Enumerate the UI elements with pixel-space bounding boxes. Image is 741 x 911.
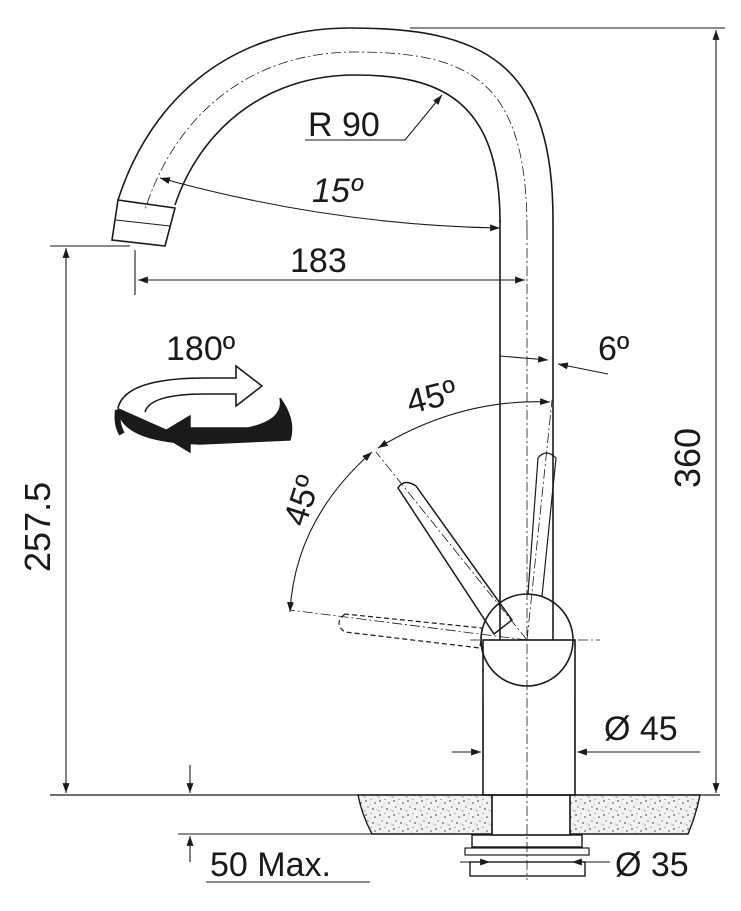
swivel-label: 180º [166, 330, 235, 368]
faucet-body [111, 27, 590, 877]
lever-tilt-label: 6º [598, 330, 629, 368]
reach-label: 183 [290, 242, 347, 280]
mounting-hole-label: Ø 35 [615, 846, 689, 884]
worktop-thickness-label: 50 Max. [210, 846, 331, 884]
total-height-label: 360 [667, 428, 708, 488]
spout-angle-label: 15º [312, 172, 364, 210]
lever-lower-angle-label: 45º [276, 471, 328, 531]
radius-label: R 90 [308, 106, 380, 144]
body-diameter-label: Ø 45 [604, 710, 678, 748]
dimension-lines [50, 27, 725, 883]
rotation-arrow-icon [114, 364, 293, 454]
centre-lines [144, 51, 600, 880]
worktop [50, 794, 720, 835]
height-to-spout-label: 257.5 [17, 482, 58, 572]
